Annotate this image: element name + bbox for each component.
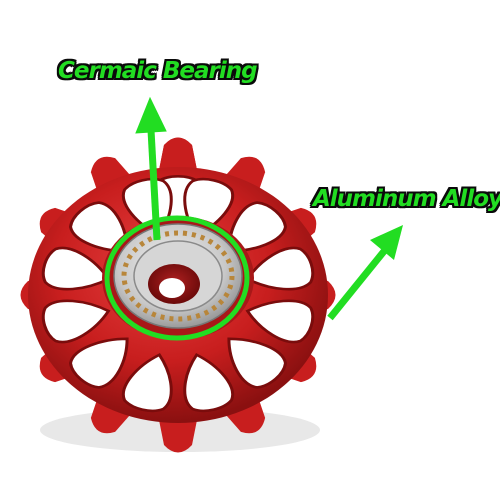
aluminum-alloy-label: Aluminum Alloy bbox=[313, 186, 500, 212]
bearing-ball-track bbox=[121, 230, 235, 322]
alloy-arrow bbox=[327, 225, 403, 321]
axle-hole bbox=[159, 278, 185, 298]
ceramic-bearing-label: Cermaic Bearing bbox=[58, 58, 258, 84]
bearing-highlight-ring bbox=[104, 215, 250, 341]
bearing-arrow bbox=[135, 96, 167, 241]
